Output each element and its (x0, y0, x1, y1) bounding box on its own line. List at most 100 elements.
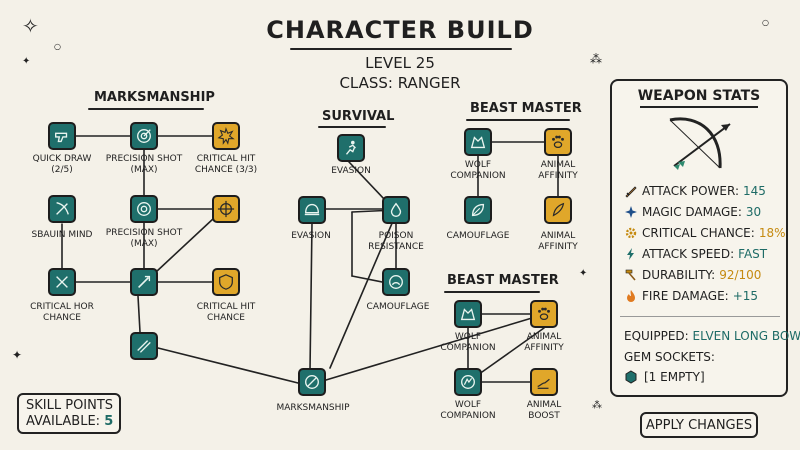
skill-points-available: AVAILABLE: 5 (26, 414, 113, 429)
skill-camouflage-2-node[interactable] (464, 196, 492, 224)
skill-multishot-node[interactable] (130, 332, 158, 360)
target-icon (137, 129, 151, 143)
paw-icon (552, 135, 564, 149)
weapon-stat-row: ATTACK SPEED:FAST (624, 247, 767, 261)
compass-icon (305, 375, 319, 389)
skill-poison-resistance-node[interactable] (382, 196, 410, 224)
skill-animal-boost-node[interactable] (530, 368, 558, 396)
weapon-stat-label: ATTACK POWER: (642, 184, 739, 198)
running-icon (345, 140, 356, 155)
skill-evasion-node[interactable] (337, 134, 365, 162)
gem-sockets-row: [1 EMPTY] (624, 370, 705, 384)
skill-precision-shot-node[interactable] (130, 122, 158, 150)
sparkle-icon: ✦ (12, 348, 23, 362)
weapon-stat-label: MAGIC DAMAGE: (642, 205, 742, 219)
drop-icon (390, 202, 402, 217)
equipped-row: EQUIPPED: ELVEN LONG BOW (624, 329, 800, 343)
page-title: CHARACTER BUILD (266, 16, 534, 44)
helmet-icon (304, 203, 320, 216)
weapon-stat-row: ATTACK POWER: 145 (624, 184, 766, 198)
hood-icon (389, 275, 403, 289)
skill-label: QUICK DRAW (2/5) (32, 154, 92, 175)
crosshair-icon (217, 200, 235, 218)
weapon-stat-value: +15 (732, 289, 759, 303)
weapon-stat-label: FIRE DAMAGE: (642, 289, 729, 303)
sparkle-icon: ⁂ (592, 400, 602, 411)
skill-points-label: SKILL POINTS (26, 398, 114, 413)
weapon-stats-panel (610, 79, 788, 397)
skill-label: ANIMAL AFFINITY (524, 332, 564, 353)
arrow-icon (138, 275, 151, 288)
weapon-stat-value: FAST (738, 247, 768, 261)
skill-label: SBAUIN MIND (31, 230, 93, 240)
weapon-stat-label: ATTACK SPEED: (642, 247, 735, 261)
class-text: CLASS: RANGER (339, 74, 461, 92)
weapon-stat-value: 92/100 (719, 268, 762, 282)
skill-label: CRITICAL HIT CHANCE (196, 302, 256, 323)
target-icon (137, 202, 151, 216)
skill-wolf-companion-3-node[interactable] (454, 368, 482, 396)
skill-label: POISON RESISTANCE (368, 231, 424, 252)
sparkle-icon: ⁂ (590, 52, 602, 66)
skill-animal-affinity-3-node[interactable] (530, 300, 558, 328)
skill-animal-affinity-node[interactable] (544, 128, 572, 156)
section-marksmanship: MARKSMANSHIP (94, 90, 215, 105)
skill-marksmanship-root-node[interactable] (298, 368, 326, 396)
weapon-stat-row: CRITICAL CHANCE:18% (624, 226, 785, 240)
skill-sbauin-mind-node[interactable] (48, 195, 76, 223)
skill-label: PRECISION SHOT (MAX) (105, 154, 183, 175)
skill-label: ANIMAL BOOST (526, 400, 562, 421)
weapon-stat-value: 145 (743, 184, 766, 198)
skill-label: WOLF COMPANION (450, 160, 506, 181)
skill-label: CRITICAL HOR CHANCE (30, 302, 94, 323)
hammer-icon (624, 268, 638, 282)
skill-wolf-companion-node[interactable] (464, 128, 492, 156)
skill-label: WOLF COMPANION (440, 332, 496, 353)
gem-sockets-label: GEM SOCKETS: (624, 350, 715, 364)
sparkle-icon: ✧ (22, 14, 39, 38)
apply-changes-button[interactable]: APPLY CHANGES (640, 412, 758, 438)
equipped-label: EQUIPPED: (624, 329, 689, 343)
skill-precision-shot-2-node[interactable] (130, 195, 158, 223)
section-survival: SURVIVAL (322, 109, 395, 124)
section-underline (318, 126, 386, 128)
panel-title-underline (640, 106, 758, 108)
skill-label: ANIMAL AFFINITY (538, 231, 578, 252)
wolf-icon (460, 308, 476, 321)
shield-icon (219, 274, 233, 290)
equipped-value: ELVEN LONG BOW (692, 329, 800, 343)
gear-icon (624, 226, 638, 240)
howl-icon (461, 375, 475, 389)
skill-quick-draw-node[interactable] (48, 122, 76, 150)
bow-icon (56, 202, 69, 215)
sparkle-icon: ✦ (22, 56, 31, 67)
skill-critical-hor-node[interactable] (48, 268, 76, 296)
skill-evasion-2-node[interactable] (298, 196, 326, 224)
burst-icon (217, 127, 235, 145)
skill-label: EVASION (291, 231, 331, 241)
feather-icon (552, 202, 565, 217)
skill-wolf-companion-2-node[interactable] (454, 300, 482, 328)
gem-icon (625, 370, 637, 384)
dot-icon: ○ (54, 42, 61, 51)
skill-critical-hit-2-node[interactable] (212, 268, 240, 296)
title-underline (290, 48, 512, 50)
gem-sockets-value[interactable]: [1 EMPTY] (644, 370, 705, 384)
skill-label: PRECISION SHOT (MAX) (105, 228, 183, 249)
skill-crosshair-node[interactable] (212, 195, 240, 223)
level-text: LEVEL 25 (365, 54, 435, 72)
panel-separator (620, 316, 780, 317)
available-label: AVAILABLE: (26, 414, 101, 429)
skill-camouflage-node[interactable] (382, 268, 410, 296)
bolt-icon (624, 247, 638, 261)
hand-icon (537, 378, 550, 389)
skill-arrow-node[interactable] (130, 268, 158, 296)
leaf-icon (471, 203, 485, 217)
pistol-icon (55, 132, 68, 143)
flame-icon (624, 289, 638, 303)
skill-animal-affinity-2-node[interactable] (544, 196, 572, 224)
skill-label: CAMOUFLAGE (446, 231, 510, 241)
section-beast-master: BEAST MASTER (470, 101, 582, 116)
skill-critical-hit-node[interactable] (212, 122, 240, 150)
